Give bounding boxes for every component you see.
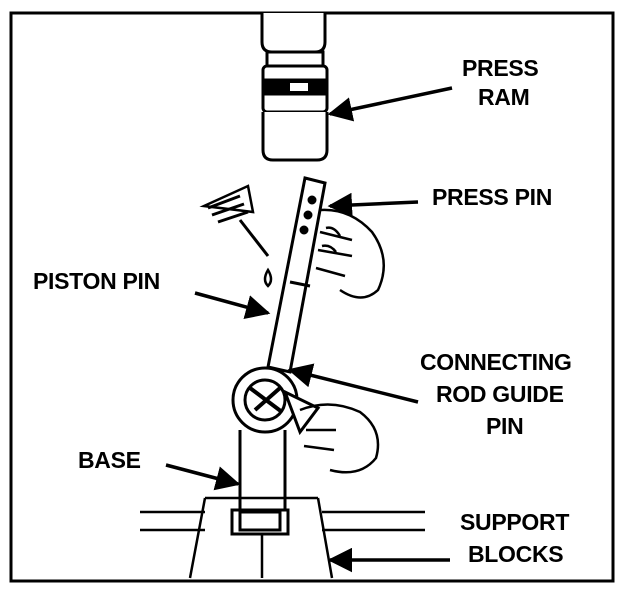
- right-hand-lower: [299, 403, 380, 474]
- leader-arrows: [165, 86, 453, 573]
- label-connecting-line2: ROD GUIDE: [436, 381, 564, 407]
- support-blocks: [140, 496, 425, 579]
- label-press-ram-line1: PRESS: [462, 55, 538, 81]
- right-hand-upper: [315, 208, 385, 299]
- label-press-pin: PRESS PIN: [432, 184, 552, 210]
- label-support-line1: SUPPORT: [460, 509, 569, 535]
- label-connecting-line1: CONNECTING: [420, 349, 572, 375]
- base: [230, 430, 290, 536]
- connecting-rod-guide-pin: [231, 366, 321, 436]
- oil-funnel-icon: [199, 184, 273, 288]
- label-base: BASE: [78, 447, 141, 473]
- label-support-line2: BLOCKS: [468, 541, 563, 567]
- label-piston-pin: PISTON PIN: [33, 268, 160, 294]
- label-press-ram-line2: RAM: [478, 84, 529, 110]
- label-connecting-line3: PIN: [486, 413, 523, 439]
- press-ram: [260, 13, 329, 162]
- press-pin: [266, 176, 327, 374]
